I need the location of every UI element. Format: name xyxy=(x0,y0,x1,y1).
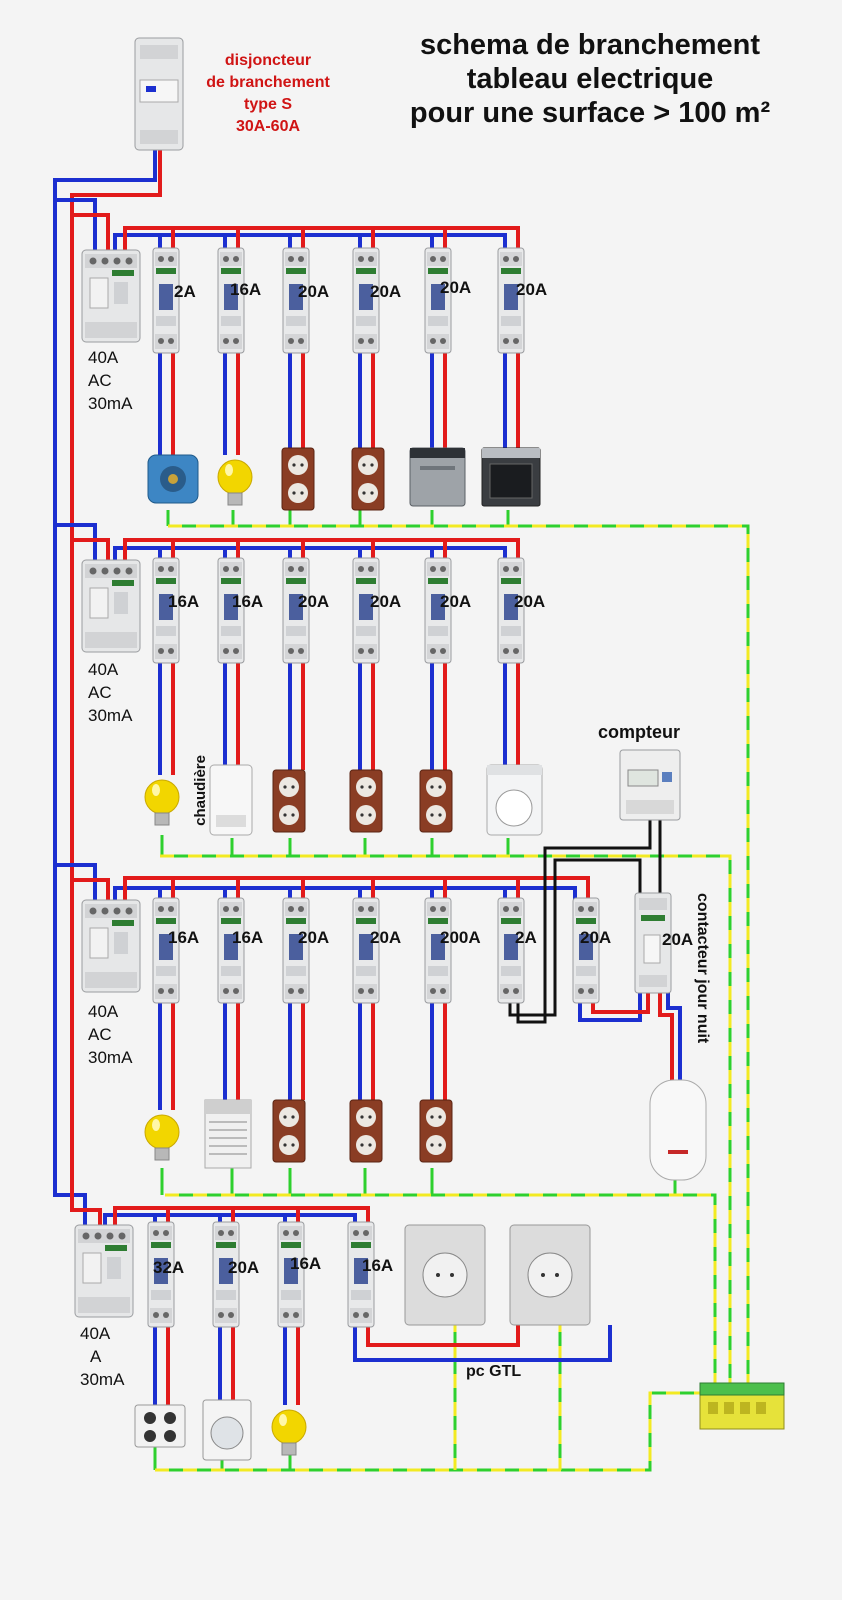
breaker-rating: 20A xyxy=(370,928,402,947)
title-line-2: tableau electrique xyxy=(466,63,714,95)
row-buses xyxy=(103,226,590,1225)
breaker-rating: 16A xyxy=(168,592,200,611)
lightbulb-icon xyxy=(217,459,253,506)
rcd-row-1-label: 40A AC 30mA xyxy=(88,346,132,415)
lightbulb-icon xyxy=(144,1114,180,1161)
meter-label: compteur xyxy=(598,722,681,742)
double-socket-icon xyxy=(349,769,383,833)
breaker-rating: 16A xyxy=(230,280,262,299)
double-socket-icon xyxy=(349,1099,383,1163)
breaker-rating: 20A xyxy=(370,592,402,611)
double-socket-icon xyxy=(272,769,306,833)
breaker-rating: 16A xyxy=(362,1256,394,1275)
earth-terminal-block xyxy=(699,1382,785,1430)
load-circuits xyxy=(153,350,682,1405)
breaker-rating: 16A xyxy=(232,928,264,947)
rcd-sensitivity: 30mA xyxy=(80,1370,125,1389)
roller-shutter-icon xyxy=(204,1099,252,1169)
vmc-motor-icon xyxy=(147,454,199,504)
contactor-label-2: jour nuit xyxy=(694,979,711,1044)
gtl-socket-2-icon xyxy=(509,1224,591,1326)
boiler-label: chaudière xyxy=(192,755,209,826)
contactor-rating: 20A xyxy=(662,930,694,949)
breaker-rating: 16A xyxy=(232,592,264,611)
main-breaker-label-3: type S xyxy=(243,96,292,113)
lightbulb-icon xyxy=(144,779,180,826)
dishwasher-icon xyxy=(409,447,466,507)
double-socket-icon xyxy=(419,1099,453,1163)
lightbulb-icon xyxy=(271,1409,307,1456)
main-breaker-label-2: de branchement xyxy=(206,74,330,91)
contactor-label-1: contacteur xyxy=(694,893,711,975)
oven-icon xyxy=(481,447,541,507)
breaker-rating: 20A xyxy=(298,282,330,301)
rcd-sensitivity: 30mA xyxy=(88,706,133,725)
main-breaker-label-1: disjoncteur xyxy=(224,52,312,69)
contactor-control-wires xyxy=(508,820,662,1024)
title-line-1: schema de branchement xyxy=(419,29,761,61)
meter xyxy=(619,749,681,821)
breaker-rating: 20A xyxy=(370,282,402,301)
breaker-rating: 20A xyxy=(516,280,548,299)
main-breaker-label: disjoncteur de branchement type S 30A-60… xyxy=(188,50,348,138)
breaker-rating: 2A xyxy=(515,928,537,947)
rcd-row-3 xyxy=(81,899,141,993)
mcbs-row-1 xyxy=(152,247,525,354)
rcd-type: AC xyxy=(88,371,112,390)
breaker-rating: 16A xyxy=(290,1254,322,1273)
rcd-sensitivity: 30mA xyxy=(88,1048,133,1067)
breaker-rating: 2A xyxy=(174,282,196,301)
dryer-icon xyxy=(486,764,543,836)
rcd-rating: 40A xyxy=(88,1002,119,1021)
breaker-rating: 200A xyxy=(440,928,481,947)
main-breaker-label-4: 30A-60A xyxy=(235,118,301,135)
cooktop-icon xyxy=(134,1404,186,1448)
breaker-rating: 20A xyxy=(514,592,546,611)
breaker-rating: 16A xyxy=(168,928,200,947)
rcd-rating: 40A xyxy=(88,348,119,367)
double-socket-icon xyxy=(272,1099,306,1163)
breaker-rating: 20A xyxy=(440,278,472,297)
breaker-rating: 32A xyxy=(153,1258,185,1277)
rcd-row-4-label: 40A A 30mA xyxy=(80,1322,124,1391)
breaker-rating: 20A xyxy=(228,1258,260,1277)
diagram-title: schema de branchement tableau electrique… xyxy=(380,28,800,130)
rcd-rating: 40A xyxy=(88,660,119,679)
title-line-3: pour une surface > 100 m² xyxy=(409,97,771,129)
breaker-rating: 20A xyxy=(298,928,330,947)
breaker-rating: 20A xyxy=(440,592,472,611)
gtl-label: pc GTL xyxy=(466,1363,522,1380)
washing-machine-icon xyxy=(202,1399,252,1461)
rcd-row-2-label: 40A AC 30mA xyxy=(88,658,132,727)
contactor-label: contacteur jour nuit xyxy=(692,893,713,1043)
gtl-socket-1-icon xyxy=(404,1224,486,1326)
socket-icon xyxy=(351,447,385,511)
breaker-rating: 20A xyxy=(580,928,612,947)
rcd-type: AC xyxy=(88,683,112,702)
rcd-row-1 xyxy=(81,249,141,343)
boiler-icon xyxy=(209,764,253,836)
rcd-row-2 xyxy=(81,559,141,653)
main-breaker xyxy=(134,37,184,151)
socket-icon xyxy=(281,447,315,511)
rcd-rating: 40A xyxy=(80,1324,111,1343)
rcd-sensitivity: 30mA xyxy=(88,394,133,413)
double-socket-icon xyxy=(419,769,453,833)
rcd-type: A xyxy=(90,1347,102,1366)
day-night-contactor xyxy=(634,892,672,994)
rcd-row-3-label: 40A AC 30mA xyxy=(88,1000,132,1069)
main-feeders xyxy=(53,150,162,1225)
rcd-type: AC xyxy=(88,1025,112,1044)
water-heater-icon xyxy=(649,1079,707,1181)
breaker-rating: 20A xyxy=(298,592,330,611)
mcbs-row-3 xyxy=(152,897,600,1004)
rcd-row-4 xyxy=(74,1224,134,1318)
